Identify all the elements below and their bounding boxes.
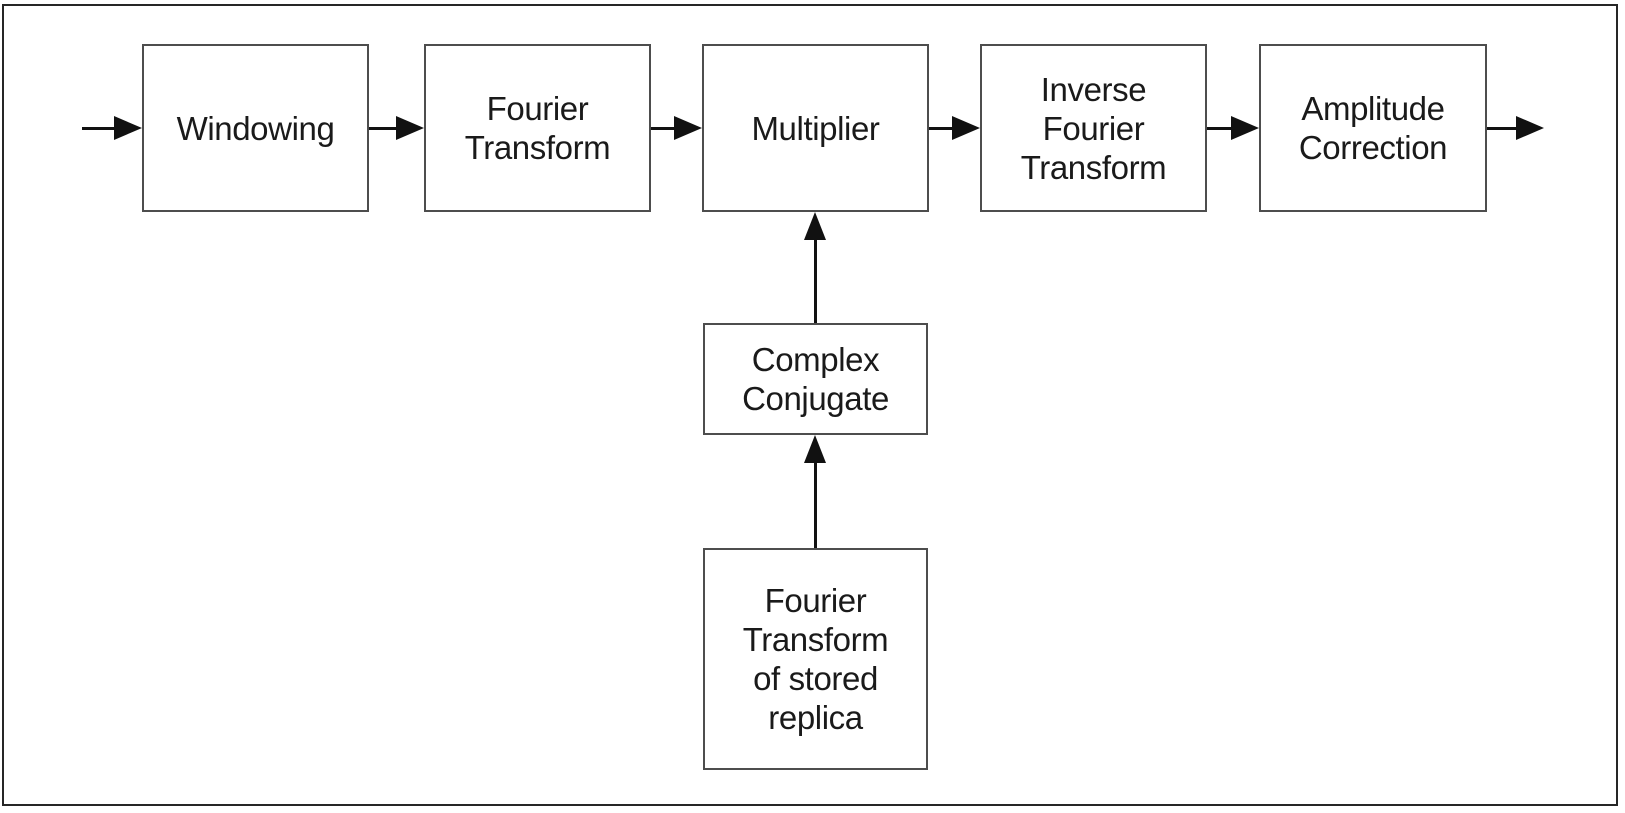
arrow-shaft [1487, 126, 1518, 130]
arrowhead-right-icon [396, 116, 424, 140]
arrow-shaft [813, 238, 817, 323]
block-inverse-fourier-transform-label: Inverse Fourier Transform [1020, 70, 1167, 186]
block-fourier-transform-label: Fourier Transform [464, 90, 611, 166]
arrow-stored-replica-to-complex-conjugate [803, 435, 827, 548]
arrow-windowing-to-fourier-transform [369, 115, 424, 141]
block-fourier-transform: Fourier Transform [424, 44, 651, 212]
arrowhead-right-icon [1231, 116, 1259, 140]
arrow-fourier-transform-to-multiplier [651, 115, 702, 141]
arrow-shaft [813, 461, 817, 548]
block-complex-conjugate-label: Complex Conjugate [742, 341, 889, 417]
arrow-inverse-fourier-transform-to-amplitude-correction [1207, 115, 1259, 141]
arrowhead-up-icon [804, 435, 826, 463]
arrow-multiplier-to-inverse-fourier-transform [929, 115, 980, 141]
arrow-amplitude-correction-to-output [1487, 115, 1544, 141]
block-fourier-transform-of-stored-replica: Fourier Transform of stored replica [703, 548, 928, 770]
arrowhead-up-icon [804, 212, 826, 240]
arrowhead-right-icon [114, 116, 142, 140]
arrow-shaft [651, 126, 676, 130]
block-amplitude-correction: Amplitude Correction [1259, 44, 1487, 212]
arrow-shaft [82, 126, 116, 130]
block-windowing-label: Windowing [176, 109, 335, 147]
block-fourier-transform-of-stored-replica-label: Fourier Transform of stored replica [742, 582, 889, 736]
arrow-shaft [369, 126, 398, 130]
arrowhead-right-icon [952, 116, 980, 140]
arrowhead-right-icon [674, 116, 702, 140]
block-windowing: Windowing [142, 44, 369, 212]
block-multiplier: Multiplier [702, 44, 929, 212]
block-complex-conjugate: Complex Conjugate [703, 323, 928, 435]
block-inverse-fourier-transform: Inverse Fourier Transform [980, 44, 1207, 212]
arrow-input-to-windowing [82, 115, 142, 141]
arrow-shaft [929, 126, 954, 130]
block-amplitude-correction-label: Amplitude Correction [1298, 90, 1448, 166]
arrowhead-right-icon [1516, 116, 1544, 140]
block-multiplier-label: Multiplier [751, 109, 880, 147]
arrow-complex-conjugate-to-multiplier [803, 212, 827, 323]
arrow-shaft [1207, 126, 1233, 130]
